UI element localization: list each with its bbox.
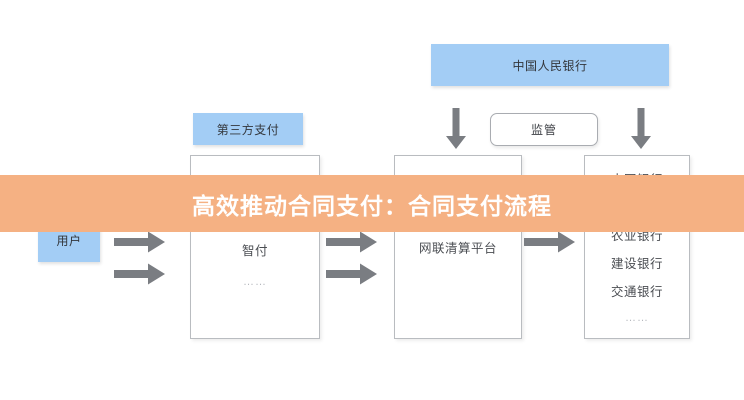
list-item-ellipsis: …… [625,312,649,324]
list-item: 交通银行 [610,285,663,299]
regulator-box: 监管 [490,113,598,146]
arrow-right-icon-thirdparty-bottom [326,263,378,285]
clearing-platform-label: 网联清算平台 [418,241,497,256]
central-bank-box: 中国人民银行 [431,44,669,86]
regulator-label: 监管 [530,123,557,137]
arrow-right-icon-user-top [114,231,166,253]
arrow-down-icon-right [630,108,652,150]
list-item: 建设银行 [610,257,663,271]
banner-title: 高效推动合同支付：合同支付流程 [192,192,552,219]
arrow-down-icon-left [445,108,467,150]
third-party-payment-label: 第三方支付 [216,122,280,137]
arrow-right-icon-user-bottom [114,263,166,285]
list-item-ellipsis: …… [243,276,267,288]
arrow-right-icon-clearing-to-bank [524,231,576,253]
central-bank-label: 中国人民银行 [512,58,588,73]
list-item: 农业银行 [610,229,663,243]
arrow-right-icon-thirdparty-top [326,231,378,253]
user-label: 用户 [56,233,82,248]
third-party-payment-tag: 第三方支付 [193,113,303,145]
list-item: 智付 [241,244,268,258]
title-banner: 高效推动合同支付：合同支付流程 [0,175,744,232]
